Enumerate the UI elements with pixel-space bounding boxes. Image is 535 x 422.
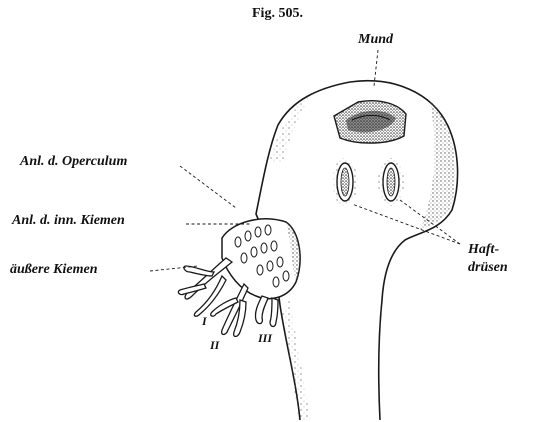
operculum-region: [222, 219, 300, 299]
label-mund: Mund: [358, 32, 393, 48]
label-inner-gills: Anl. d. inn. Kiemen: [12, 213, 125, 229]
label-gill-II: II: [210, 338, 219, 353]
adhesive-gland-right: [378, 158, 404, 206]
figure-title: Fig. 505.: [252, 6, 303, 22]
label-gill-I: I: [202, 314, 207, 329]
label-outer-gills: äußere Kiemen: [10, 262, 98, 278]
label-operculum: Anl. d. Operculum: [20, 154, 127, 170]
adhesive-gland-left: [332, 158, 358, 206]
label-adhesive-glands-2: drüsen: [468, 260, 508, 276]
label-adhesive-glands-1: Haft-: [468, 242, 499, 258]
label-gill-III: III: [258, 331, 272, 346]
operculum-leader: [180, 166, 236, 208]
